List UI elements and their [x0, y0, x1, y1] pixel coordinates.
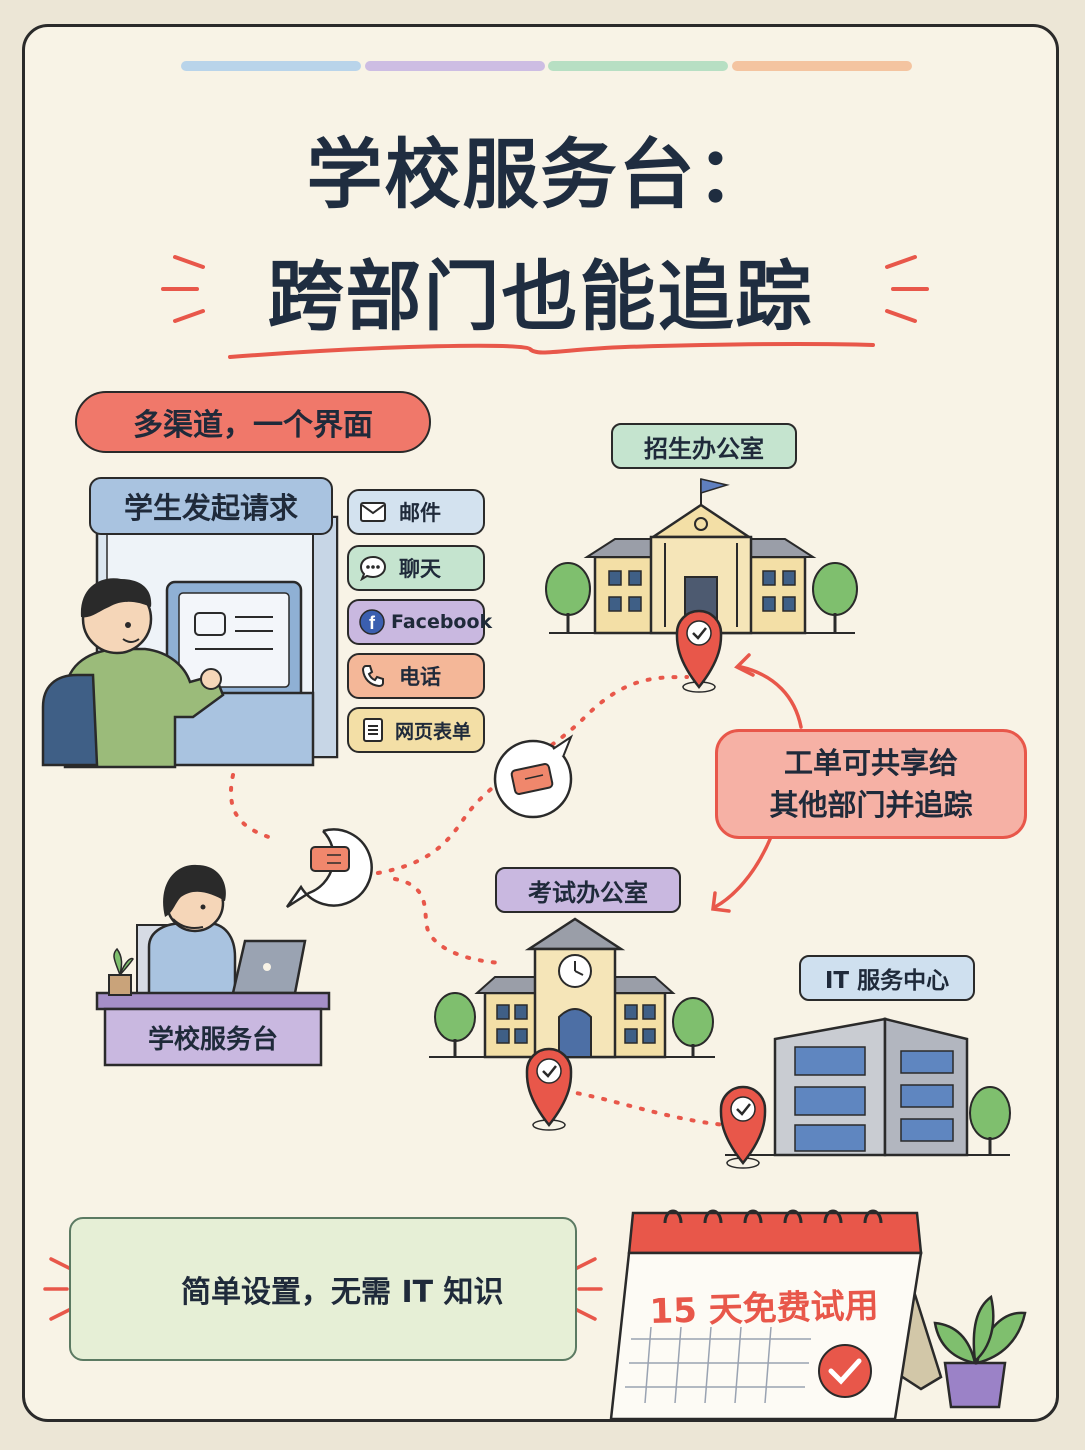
setup-sparks: [43, 1257, 603, 1321]
setup-note-box: [69, 1217, 577, 1361]
top-bar-blue: [181, 61, 361, 71]
svg-text:f: f: [369, 613, 376, 633]
service-desk-agent-illustration: [95, 864, 331, 1067]
office-tag-exam: 考试办公室: [495, 867, 681, 913]
it-building-illustration: [725, 1017, 1011, 1157]
channel-label: 网页表单: [395, 720, 472, 743]
setup-note: 简单设置，无需 IT 知识: [181, 1275, 504, 1310]
share-arrows: [711, 653, 803, 913]
ticket-routes: [229, 675, 727, 1127]
chat-icon: [359, 554, 387, 582]
channel-email[interactable]: 邮件: [347, 489, 485, 535]
kiosk-illustration: [41, 515, 339, 769]
trial-text: 15 天免费试用: [649, 1286, 880, 1332]
page-title-line2: 跨部门也能追踪: [267, 252, 814, 341]
facebook-icon: f: [359, 608, 385, 636]
infographic-card: 学校服务台： 跨部门也能追踪: [22, 24, 1059, 1422]
exam-building-illustration: [429, 917, 715, 1059]
channels-banner: 多渠道，一个界面: [75, 391, 431, 453]
channel-label: Facebook: [391, 611, 493, 633]
kiosk-label: 学生发起请求: [89, 477, 333, 535]
ticket-bubble-2: [493, 734, 574, 819]
office-tag-it: IT 服务中心: [799, 955, 975, 1001]
title-sparks-right: [885, 255, 929, 323]
pin-exam: [525, 1047, 573, 1131]
channel-chat[interactable]: 聊天: [347, 545, 485, 591]
ticket-bubble-1: [285, 828, 373, 909]
channel-phone[interactable]: 电话: [347, 653, 485, 699]
trial-calendar-illustration: [609, 1209, 943, 1419]
channel-label: 电话: [399, 665, 441, 689]
channel-web-form[interactable]: 网页表单: [347, 707, 485, 753]
illustration-layer: [41, 255, 1027, 1419]
pin-admissions: [675, 609, 723, 693]
office-tag-admissions: 招生办公室: [611, 423, 797, 469]
page-title-line1: 学校服务台：: [306, 130, 775, 219]
channel-label: 邮件: [399, 501, 441, 525]
channel-label: 聊天: [399, 557, 441, 581]
mail-icon: [359, 498, 387, 526]
phone-icon: [359, 662, 387, 690]
potted-plant-illustration: [933, 1294, 1027, 1409]
title-sparks-left: [161, 255, 205, 323]
form-icon: [359, 716, 387, 744]
share-note-line1: 工单可共享给: [783, 746, 958, 780]
top-bar-orange: [732, 61, 912, 71]
channel-facebook[interactable]: f Facebook: [347, 599, 492, 645]
top-bar-green: [548, 61, 728, 71]
top-bar-purple: [365, 61, 545, 71]
pin-it: [719, 1085, 767, 1169]
share-note-line2: 其他部门并追踪: [769, 788, 973, 822]
title-underline: [228, 341, 875, 359]
share-note: 工单可共享给 其他部门并追踪: [715, 729, 1027, 839]
desk-label: 学校服务台: [147, 1024, 278, 1055]
